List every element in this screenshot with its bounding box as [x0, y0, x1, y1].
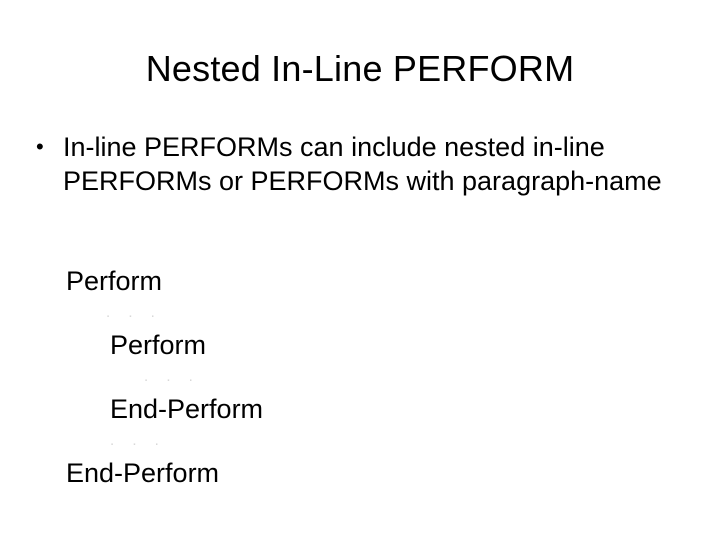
code-line-perform-outer: Perform — [66, 266, 163, 296]
list-item: • In-line PERFORMs can include nested in… — [36, 130, 696, 198]
code-block: Perform . . . Perform . . . End-Perform … — [66, 266, 666, 488]
code-ellipsis-2: . . . — [144, 368, 200, 385]
page-title: Nested In-Line PERFORM — [145, 48, 575, 89]
code-line-perform-inner: Perform — [110, 330, 207, 360]
slide-body: • In-line PERFORMs can include nested in… — [36, 130, 696, 198]
bullet-point-icon: • — [36, 134, 44, 159]
code-ellipsis-3: . . . — [110, 432, 166, 449]
code-line-end-perform-outer: End-Perform — [66, 458, 220, 488]
bullet-text: In-line PERFORMs can include nested in-l… — [63, 132, 662, 196]
code-line-end-perform-inner: End-Perform — [110, 394, 264, 424]
code-ellipsis-1: . . . — [106, 304, 162, 321]
